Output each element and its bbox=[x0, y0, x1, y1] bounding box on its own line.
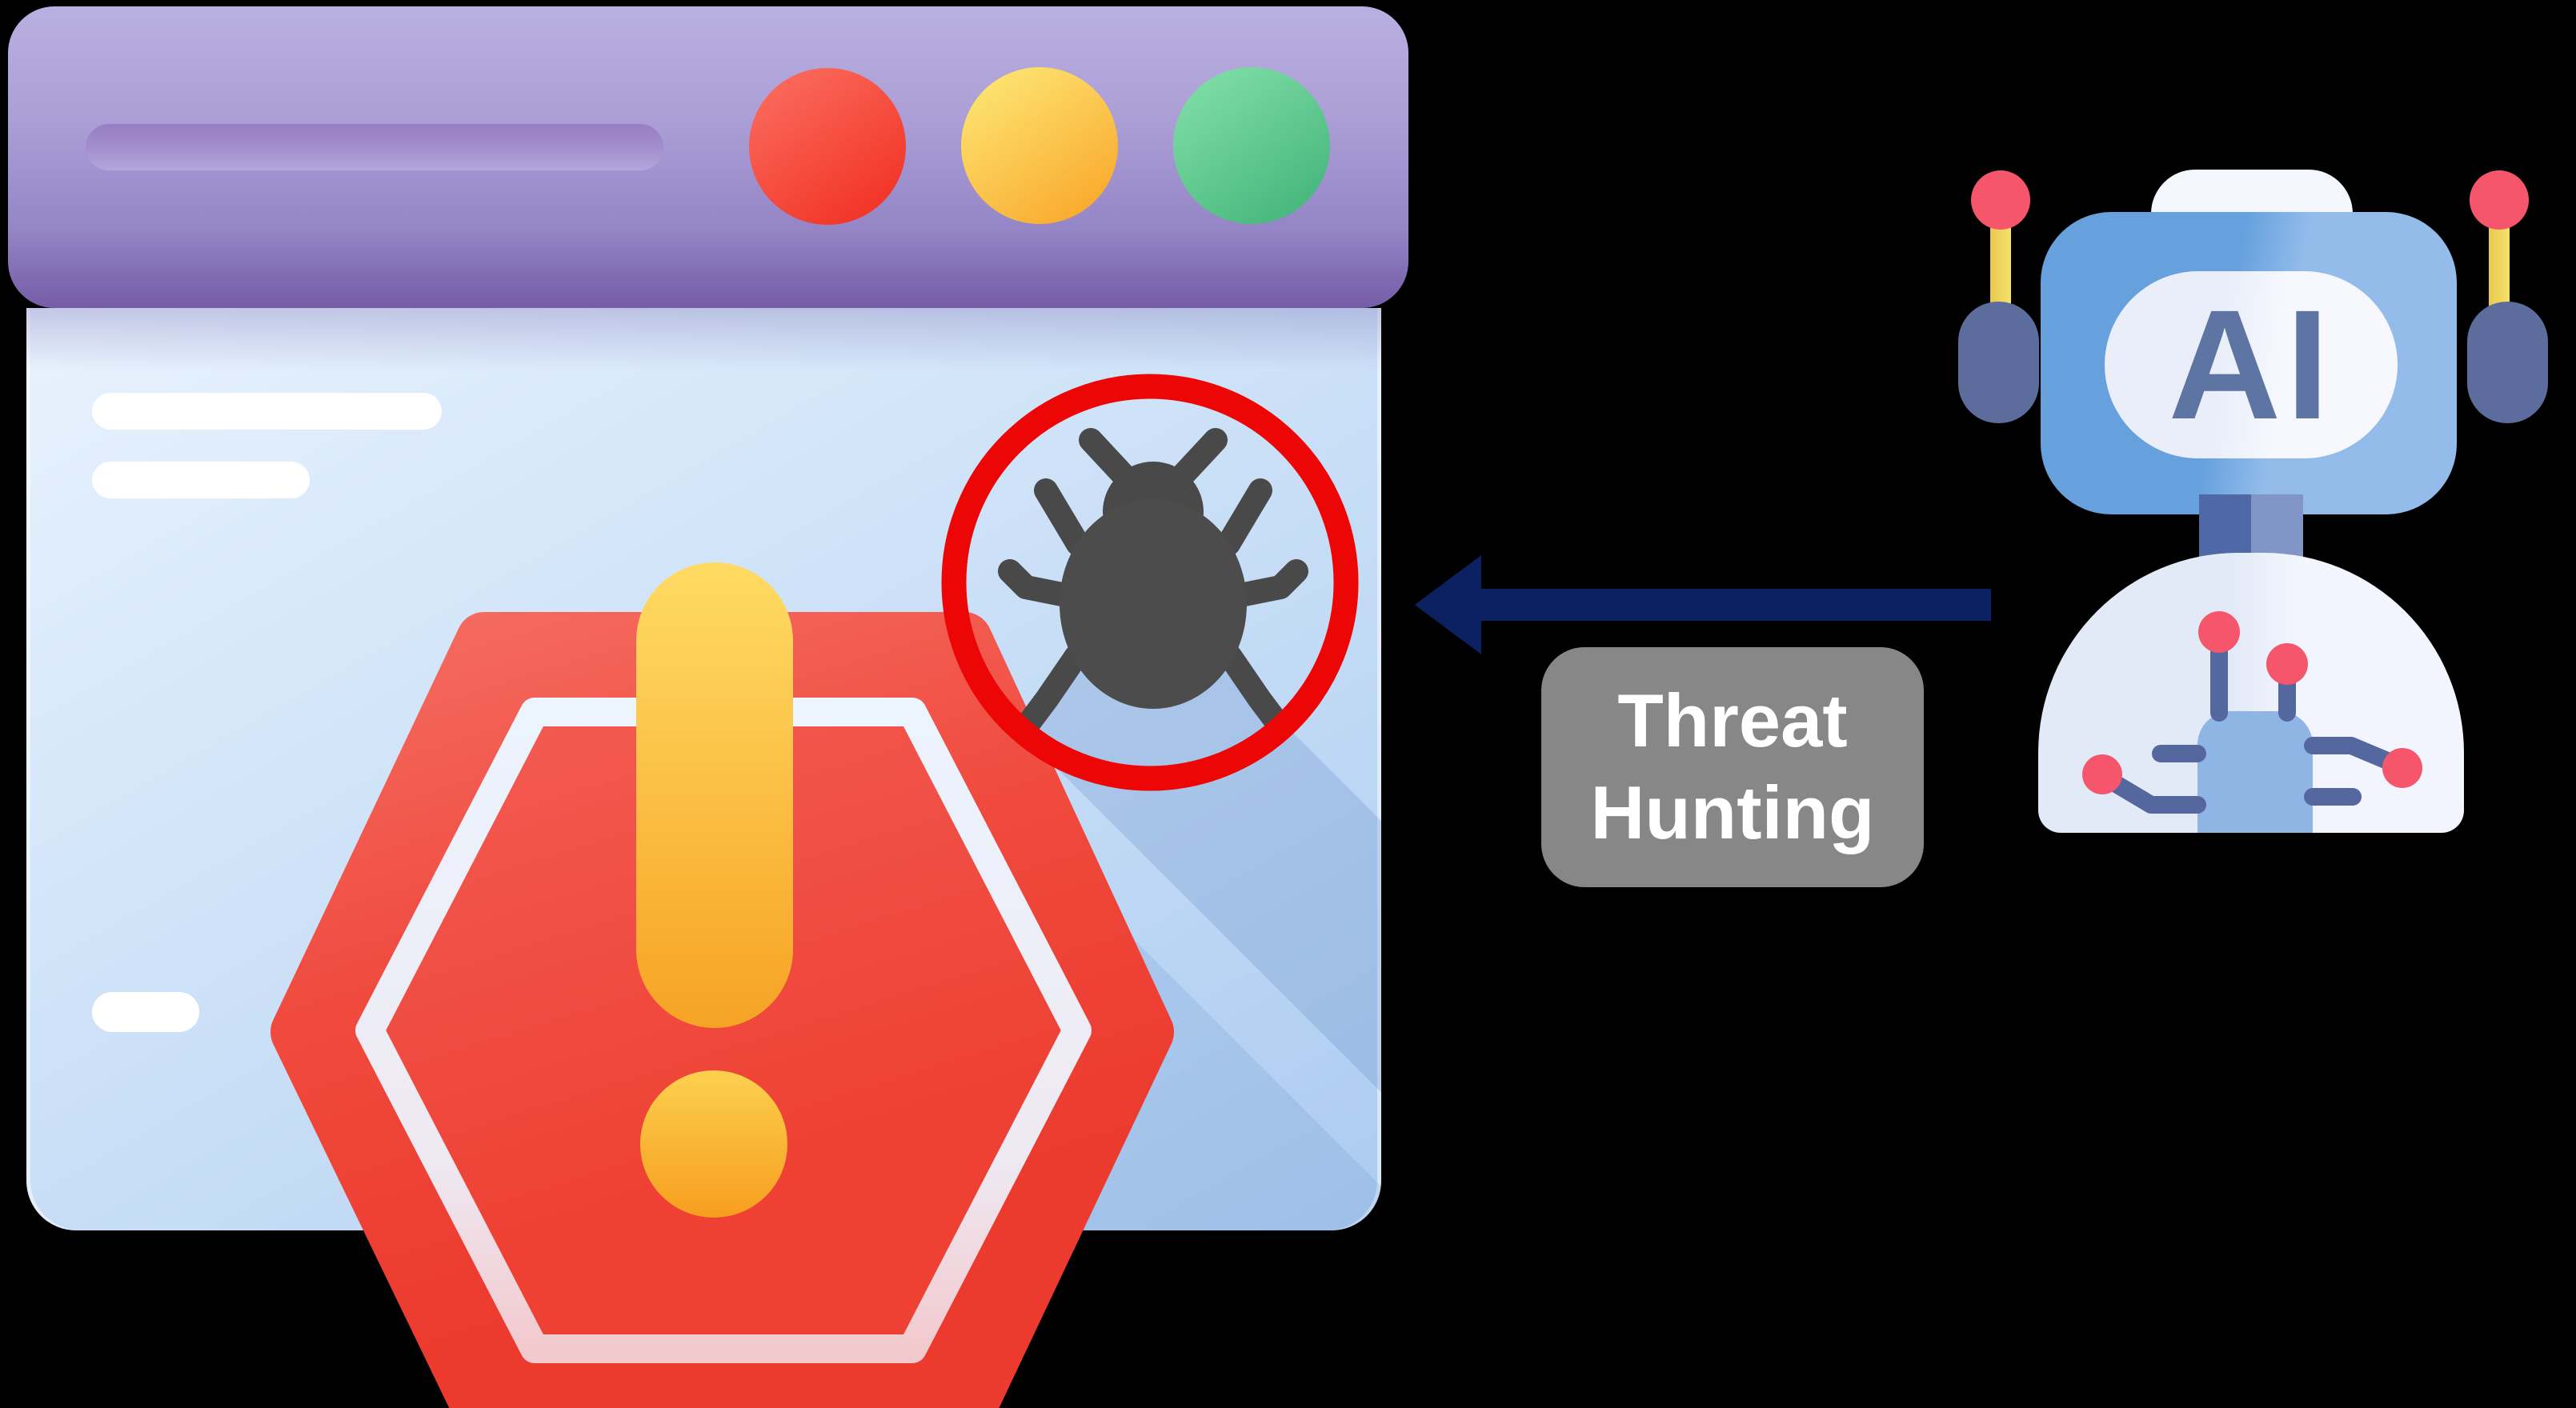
red-circle-outline bbox=[941, 374, 1359, 791]
robot-antenna-tip-right bbox=[2470, 170, 2529, 230]
robot-ear-right bbox=[2467, 302, 2548, 423]
bug-legs bbox=[998, 428, 1308, 737]
warning-hexagon-icon bbox=[270, 562, 1174, 1408]
circuit-lines bbox=[2101, 642, 2400, 814]
ai-robot-icon: AI bbox=[1953, 164, 2576, 836]
robot-chest-panel bbox=[2197, 711, 2313, 833]
robot-circuit-icon bbox=[2082, 611, 2422, 814]
robot-antenna-left bbox=[1990, 226, 2011, 306]
circuit-nodes bbox=[2082, 611, 2422, 794]
arrow-shape bbox=[1415, 555, 1991, 654]
exclamation-bar-icon bbox=[636, 562, 793, 1028]
threat-label-line1: Threat bbox=[1617, 678, 1848, 763]
robot-face: AI bbox=[2105, 271, 2398, 458]
traffic-light-yellow-icon bbox=[961, 67, 1118, 224]
robot-face-text: AI bbox=[2168, 278, 2334, 452]
exclamation-dot-icon bbox=[640, 1070, 787, 1218]
robot-antenna-right bbox=[2489, 226, 2510, 306]
robot-ear-left bbox=[1958, 302, 2039, 423]
skeleton-text-line bbox=[92, 393, 442, 430]
robot-antenna-tip-left bbox=[1971, 170, 2030, 230]
hexagon-inner-ring bbox=[355, 698, 1092, 1363]
traffic-light-green-icon bbox=[1173, 67, 1330, 224]
bug-alert-icon bbox=[941, 374, 1359, 791]
skeleton-text-line bbox=[92, 462, 310, 498]
left-arrow-icon bbox=[1415, 555, 1991, 654]
titlebar-shadow bbox=[26, 308, 1381, 370]
traffic-light-red-icon bbox=[749, 68, 906, 225]
titlebar-menu-pill bbox=[86, 124, 663, 170]
bug-body bbox=[1060, 499, 1247, 709]
threat-label-line2: Hunting bbox=[1590, 770, 1875, 854]
skeleton-text-line bbox=[92, 992, 199, 1032]
threat-hunting-label: Threat Hunting bbox=[1541, 647, 1924, 887]
